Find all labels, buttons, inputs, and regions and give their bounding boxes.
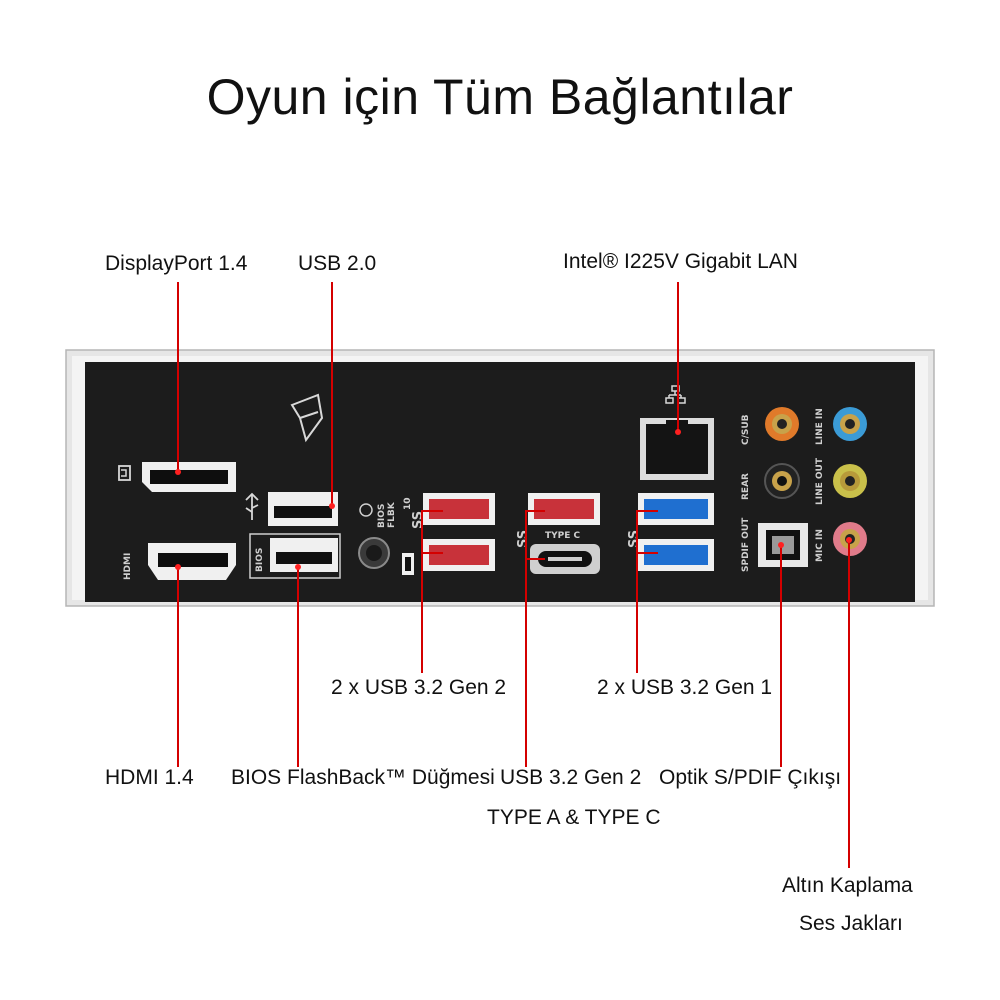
csub-text: C/SUB bbox=[741, 414, 751, 445]
usb-icon bbox=[245, 492, 259, 520]
callout-line-usb20 bbox=[331, 282, 333, 506]
bios-flbk-text-1: BIOS bbox=[377, 504, 387, 528]
callout-tick-typec bbox=[525, 558, 545, 560]
callout-line-audio bbox=[848, 540, 850, 868]
callout-dot-usb20 bbox=[329, 503, 335, 509]
callout-line-usb32gen1 bbox=[636, 510, 638, 673]
callout-line-spdif bbox=[780, 545, 782, 767]
callout-dot-displayport bbox=[175, 469, 181, 475]
callout-dot-bios bbox=[295, 564, 301, 570]
bios-flbk-text-2: FLBK bbox=[387, 501, 397, 528]
label-bios-flashback: BIOS FlashBack™ Düğmesi bbox=[231, 766, 495, 789]
hdmi-plate-text: HDMI bbox=[123, 553, 133, 580]
type-c-text: TYPE C bbox=[545, 531, 581, 541]
callout-line-usb32gen2 bbox=[421, 510, 423, 673]
svg-text:10: 10 bbox=[403, 497, 413, 510]
flashback-indicator-icon bbox=[359, 503, 373, 517]
displayport-icon bbox=[118, 465, 131, 481]
spdif-out-text: SPDIF OUT bbox=[741, 517, 751, 572]
label-displayport: DisplayPort 1.4 bbox=[105, 252, 248, 275]
label-audio-2: Ses Jakları bbox=[799, 912, 903, 935]
audio-jack-line-out bbox=[833, 464, 867, 498]
callout-tick-usb32gen1-a bbox=[636, 510, 658, 512]
superspeed-usb-icon: SS bbox=[516, 530, 531, 548]
label-audio-1: Altın Kaplama bbox=[782, 874, 913, 897]
label-usb32gen2-typeac-2: TYPE A & TYPE C bbox=[487, 806, 661, 829]
callout-line-lan bbox=[677, 282, 679, 432]
label-usb32gen1-x2: 2 x USB 3.2 Gen 1 bbox=[597, 676, 773, 699]
callout-tick-usb32gen1-b bbox=[636, 552, 658, 554]
callout-line-hdmi bbox=[177, 567, 179, 767]
label-spdif: Optik S/PDIF Çıkışı bbox=[659, 766, 842, 789]
callout-tick-typea bbox=[525, 510, 545, 512]
callout-line-usb32gen2-typeac bbox=[525, 510, 527, 767]
callout-dot-lan bbox=[675, 429, 681, 435]
callout-tick-usb32gen2-b bbox=[421, 552, 443, 554]
label-lan: Intel® I225V Gigabit LAN bbox=[563, 250, 798, 273]
label-usb32gen2-typeac-1: USB 3.2 Gen 2 bbox=[500, 766, 642, 789]
callout-dot-hdmi bbox=[175, 564, 181, 570]
audio-jack-csub bbox=[765, 407, 799, 441]
page-title: Oyun için Tüm Bağlantılar bbox=[206, 69, 794, 125]
callout-line-displayport bbox=[177, 282, 179, 472]
rear-text: REAR bbox=[741, 473, 751, 500]
label-usb20: USB 2.0 bbox=[298, 252, 377, 275]
callout-line-bios bbox=[297, 567, 299, 767]
callout-dot-spdif bbox=[778, 542, 784, 548]
mic-in-text: MIC IN bbox=[815, 529, 825, 562]
line-in-text: LINE IN bbox=[815, 408, 825, 445]
audio-jack-line-in bbox=[833, 407, 867, 441]
line-out-text: LINE OUT bbox=[815, 457, 825, 505]
callout-dot-audio bbox=[846, 537, 852, 543]
callout-tick-usb32gen2-a bbox=[421, 510, 443, 512]
label-usb32gen2-x2: 2 x USB 3.2 Gen 2 bbox=[331, 676, 507, 699]
svg-text:SS: SS bbox=[516, 530, 531, 548]
label-hdmi: HDMI 1.4 bbox=[105, 766, 194, 789]
audio-jack-rear bbox=[764, 463, 800, 499]
rog-logo-icon bbox=[290, 393, 324, 443]
bios-plate-text: BIOS bbox=[255, 548, 265, 572]
